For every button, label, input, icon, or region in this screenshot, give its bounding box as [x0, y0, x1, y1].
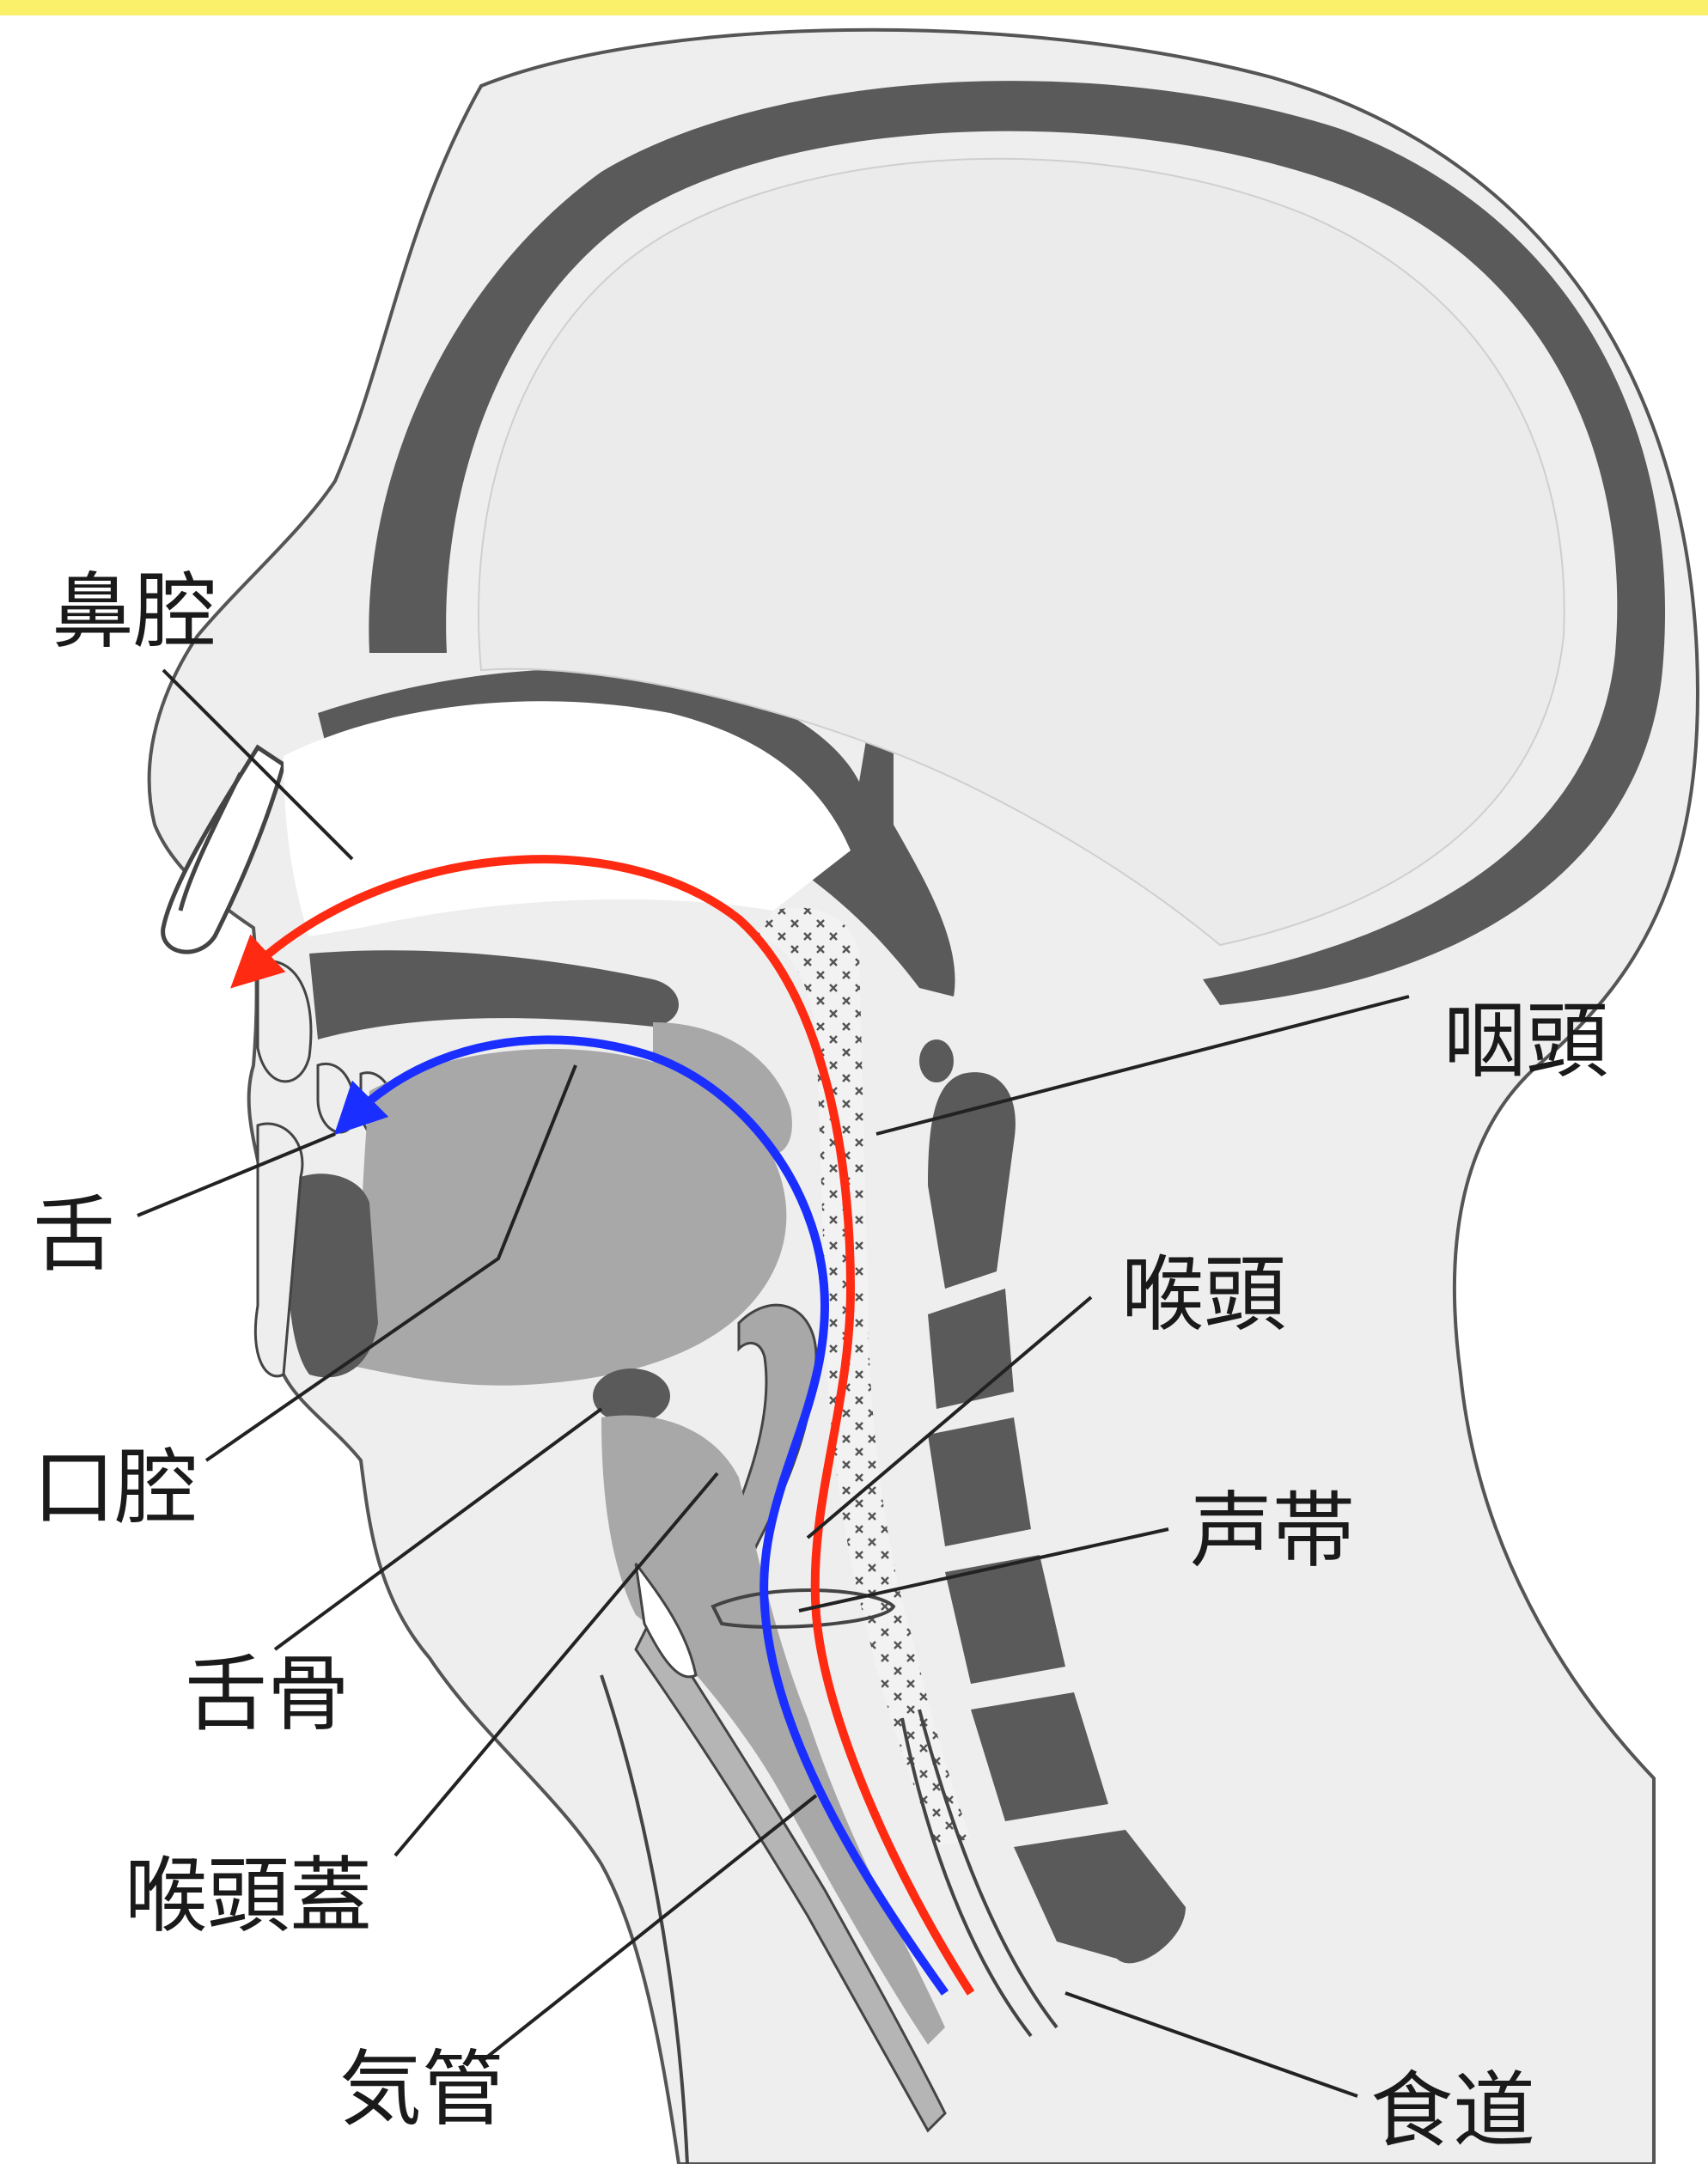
top-band — [0, 0, 1708, 15]
label-hyoid-bone: 舌骨 — [185, 1646, 350, 1742]
mandible — [289, 1173, 378, 1377]
label-larynx: 喉頭 — [1121, 1247, 1286, 1343]
label-nasal-cavity: 鼻腔 — [52, 564, 217, 660]
label-tongue: 舌 — [33, 1186, 115, 1283]
label-epiglottis: 喉頭蓋 — [125, 1848, 372, 1944]
hyoid — [593, 1369, 670, 1423]
label-vocal-cords: 声帯 — [1190, 1483, 1355, 1579]
label-pharynx: 咽頭 — [1443, 993, 1608, 1089]
label-oral-cavity: 口腔 — [33, 1440, 198, 1536]
label-esophagus: 食道 — [1370, 2063, 1535, 2159]
label-trachea: 気管 — [339, 2041, 504, 2137]
